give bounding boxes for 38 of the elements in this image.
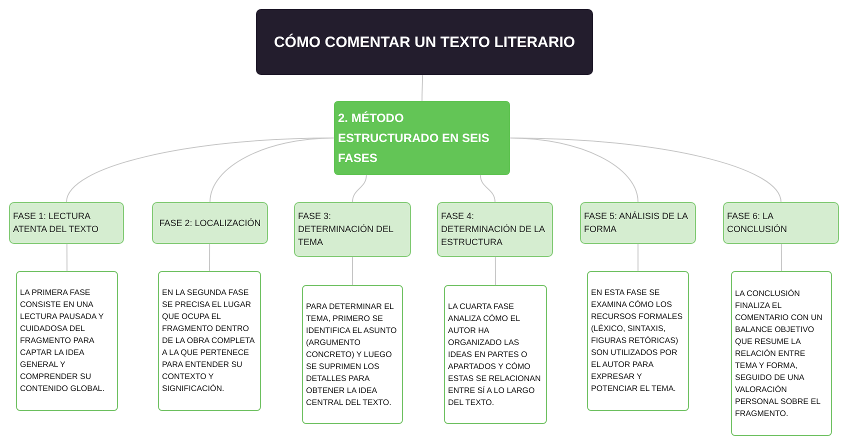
connector-line <box>480 174 496 202</box>
description-box <box>444 285 547 424</box>
description-box <box>587 271 689 411</box>
description-box <box>302 285 403 424</box>
phase-box <box>437 202 553 257</box>
connector-line <box>352 256 353 286</box>
description-box <box>158 271 261 411</box>
phase-title: FASE 1: LECTURA ATENTA DEL TEXTO <box>13 210 100 236</box>
method-heading: 2. MÉTODO ESTRUCTURADO EN SEIS FASES <box>338 110 490 167</box>
connector-line <box>66 244 68 272</box>
phase-title: FASE 5: ANÁLISIS DE LA FORMA <box>584 210 689 236</box>
connector-line <box>352 174 367 202</box>
description-text: PARA DETERMINAR EL TEMA, PRIMERO SE IDENTIFICA EL ASUNTO (ARGUMENTO CONCRETO) Y LUEGO SE SUPRIMEN LOS DETALLES PARA OBTENER LA IDEA CENTRAL DEL TEXTO. <box>306 300 398 408</box>
connector-line <box>210 138 334 202</box>
description-box <box>731 271 832 436</box>
description-box <box>16 271 118 411</box>
phase-title: FASE 2: LOCALIZACIÓN <box>159 216 261 230</box>
topic-box <box>256 9 593 75</box>
connector-line <box>510 138 782 202</box>
phase-box <box>152 202 268 244</box>
phase-box <box>580 202 696 244</box>
description-text: LA CUARTA FASE ANALIZA CÓMO EL AUTOR HA ORGANIZADO LAS IDEAS EN PARTES O APARTADOS Y CÓMO ESTAS SE RELACIONAN ENTRE SÍ A LO LARGO DEL TEXTO. <box>448 300 542 408</box>
description-text: EN ESTA FASE SE EXAMINA CÓMO LOS RECURSOS FORMALES (LÉXICO, SINTAXIS, FIGURAS RETÓRICAS) SON UTILIZADOS POR EL AUTOR PARA EXPRESAR Y POTENCIAR EL TEMA. <box>591 287 684 395</box>
method-box <box>334 101 510 175</box>
phase-box <box>9 202 124 244</box>
phase-title: FASE 6: LA CONCLUSIÓN <box>727 210 788 236</box>
connector-line <box>209 244 210 272</box>
connector-line <box>494 256 496 286</box>
description-text: LA PRIMERA FASE CONSISTE EN UNA LECTURA PAUSADA Y CUIDADOSA DEL FRAGMENTO PARA CAPTAR LA IDEA GENERAL Y COMPRENDER SU CONTENIDO GLOBAL. <box>20 287 106 395</box>
phase-box <box>294 202 411 257</box>
description-text: EN LA SEGUNDA FASE SE PRECISA EL LUGAR QUE OCUPA EL FRAGMENTO DENTRO DE LA OBRA COMPLETA A LA QUE PERTENECE PARA ENTENDER SU CONTEXTO Y SIGNIFICACIÓN. <box>162 287 256 395</box>
description-text: LA CONCLUSIÓN FINALIZA EL COMENTARIO CON UN BALANCE OBJETIVO QUE RESUME LA RELACIÓN ENTRE TEMA Y FORMA, SEGUIDO DE UNA VALORACIÓN PERSONAL SOBRE EL FRAGMENTO. <box>735 288 824 420</box>
topic-title: CÓMO COMENTAR UN TEXTO LITERARIO <box>274 34 576 50</box>
phase-title: FASE 3: DETERMINACIÓN DEL TEMA <box>298 210 394 249</box>
phase-title: FASE 4: DETERMINACIÓN DE LA ESTRUCTURA <box>441 210 546 249</box>
connector-line <box>780 244 782 272</box>
connector-line <box>422 74 423 102</box>
phase-box <box>723 202 839 244</box>
